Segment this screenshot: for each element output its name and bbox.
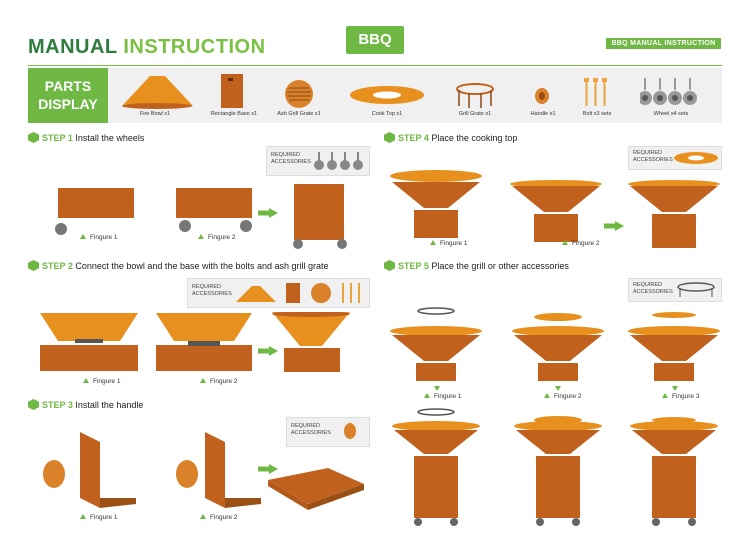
part-label: Wheel x4 sets xyxy=(653,111,689,117)
arrow-right-icon xyxy=(258,208,278,218)
assembled-base xyxy=(294,184,344,240)
bbq-bowl-with-plate xyxy=(628,312,720,381)
figure-2-caption: Fingure 2 xyxy=(562,240,599,247)
step-icon xyxy=(384,132,395,143)
ash-grate-icon xyxy=(285,80,313,108)
grill-grate-icon xyxy=(456,83,494,108)
grill-grate-icon xyxy=(677,282,715,297)
bbq-assembled xyxy=(514,416,602,526)
arrow-right-icon xyxy=(258,346,278,356)
arrow-down-icon xyxy=(434,386,440,391)
figure-2-caption: Fingure 2 xyxy=(200,378,237,385)
step-icon xyxy=(28,132,39,143)
part-label: Grill Grate x1 xyxy=(458,111,492,117)
figure-2-caption: Fingure 2 xyxy=(198,234,235,241)
bbq-assembled xyxy=(630,417,718,526)
bbq-with-cook-top xyxy=(390,170,482,238)
figure-2-caption: Fingure 2 xyxy=(544,393,581,400)
arrow-down-icon xyxy=(555,386,561,391)
header-divider xyxy=(28,65,722,66)
page-title: MANUAL INSTRUCTION xyxy=(28,36,266,58)
bbq-bowl-with-cook-top xyxy=(512,313,604,381)
drawer-with-handle xyxy=(268,468,364,510)
step-2-heading: STEP 2 Connect the bowl and the base wit… xyxy=(28,260,329,271)
figure-1-caption: Fingure 1 xyxy=(430,240,467,247)
figure-1-caption: Fingure 1 xyxy=(80,514,117,521)
part-label: Bolt x3 sets xyxy=(582,111,612,117)
bbq-assembled xyxy=(628,180,720,248)
handle-icon xyxy=(344,423,356,439)
step-icon xyxy=(28,260,39,271)
figure-3-caption: Fingure 3 xyxy=(662,393,699,400)
base-upside-down xyxy=(176,188,252,218)
base-icon xyxy=(221,74,243,108)
wheel-icon xyxy=(55,223,67,235)
wheel-icon xyxy=(293,239,347,249)
figure-1-caption: Fingure 1 xyxy=(83,378,120,385)
part-label: Handle x1 xyxy=(530,111,556,117)
handle-on-panel xyxy=(43,432,136,508)
manual-tag: BBQ MANUAL INSTRUCTION xyxy=(606,38,721,49)
step-icon xyxy=(28,399,39,410)
part-label: Rectangle Base x1 xyxy=(210,111,258,117)
bbq-badge: BBQ xyxy=(346,26,404,54)
accessories-icon xyxy=(236,283,360,303)
figure-2-caption: Fingure 2 xyxy=(200,514,237,521)
handle-icon xyxy=(535,88,549,104)
step-5-heading: STEP 5 Place the grill or other accessor… xyxy=(384,260,569,271)
bbq-assembled xyxy=(392,408,480,526)
step-1-heading: STEP 1 Install the wheels xyxy=(28,132,144,143)
bowl-and-base-closeup xyxy=(40,313,138,371)
fire-bowl-icon xyxy=(122,76,193,109)
part-label: Fire Bowl x1 xyxy=(139,111,171,117)
figure-1-caption: Fingure 1 xyxy=(424,393,461,400)
arrow-down-icon xyxy=(672,386,678,391)
arrow-right-icon xyxy=(258,464,278,474)
wheel-icon xyxy=(179,220,252,232)
wheel-icon xyxy=(314,152,363,170)
handle-on-panel xyxy=(176,432,261,508)
step-3-heading: STEP 3 Install the handle xyxy=(28,399,143,410)
figure-1-caption: Fingure 1 xyxy=(80,234,117,241)
arrow-right-icon xyxy=(604,221,624,231)
part-label: Ash Grill Grate x1 xyxy=(277,111,321,117)
step-icon xyxy=(384,260,395,271)
cook-top-icon xyxy=(674,152,718,164)
bbq-with-cook-top xyxy=(510,180,602,242)
bolt-icon xyxy=(584,78,607,106)
cook-top-icon xyxy=(350,86,424,104)
part-label: Cook Top x1 xyxy=(371,111,403,117)
base-upside-down xyxy=(58,188,134,218)
step-4-heading: STEP 4 Place the cooking top xyxy=(384,132,517,143)
wheel-icon xyxy=(640,78,697,105)
bbq-bowl-with-grill xyxy=(390,307,482,381)
bowl-and-base-closeup xyxy=(156,313,252,371)
assembled-bowl xyxy=(272,312,350,372)
